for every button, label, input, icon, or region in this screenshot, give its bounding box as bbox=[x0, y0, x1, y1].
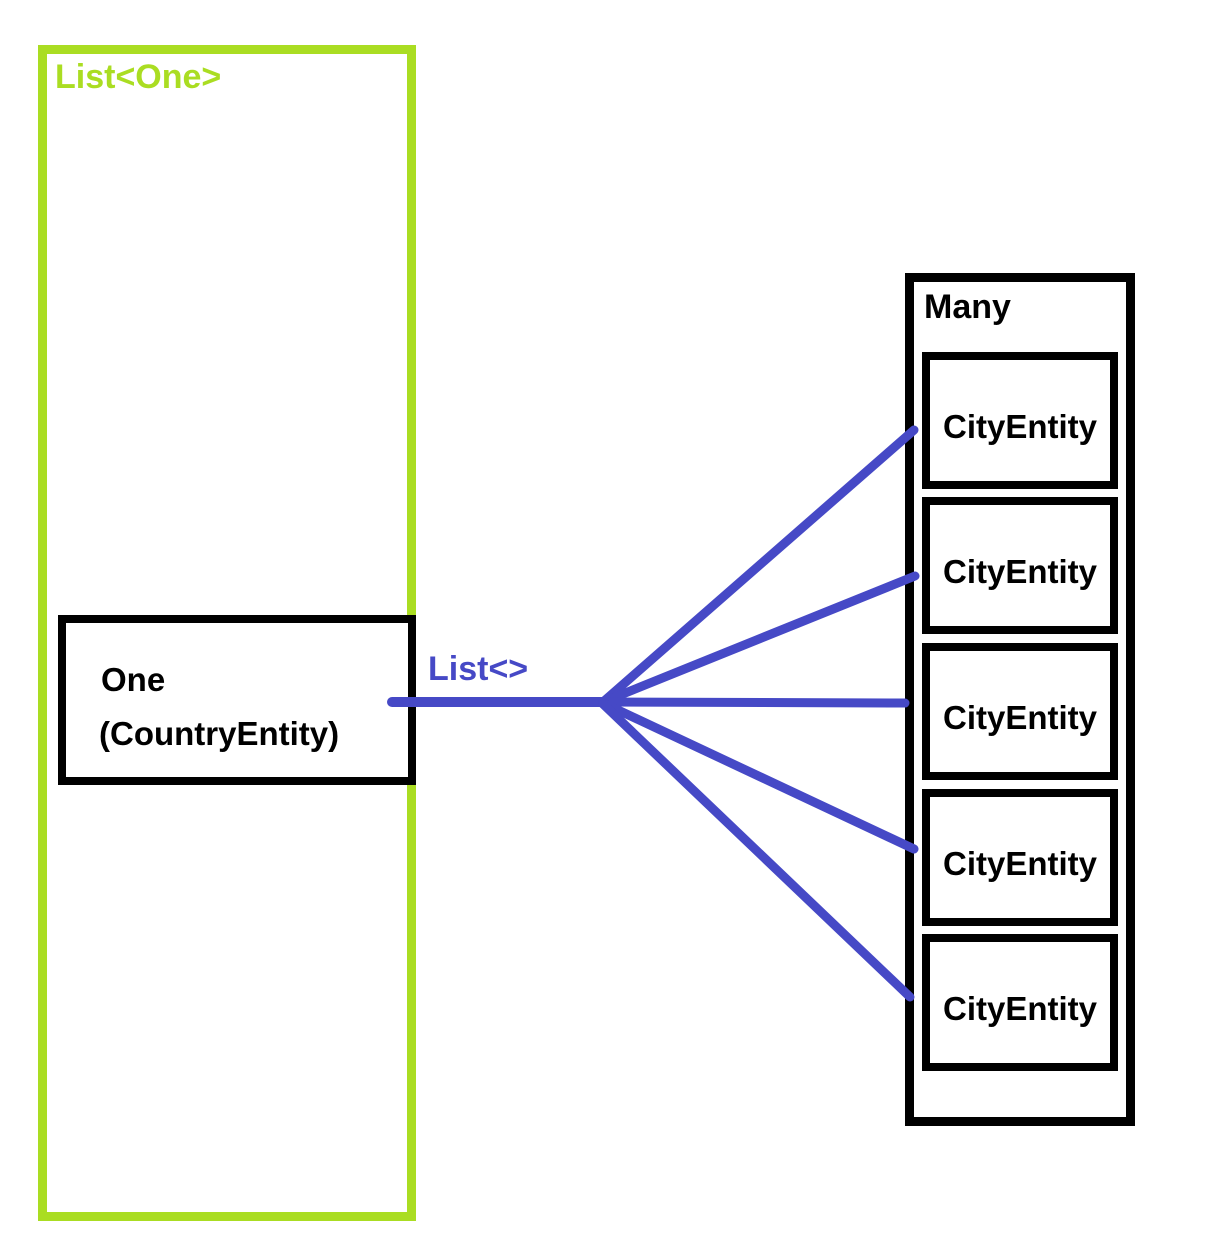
city-entity-label: CityEntity bbox=[942, 989, 1097, 1027]
one-box-title: One bbox=[101, 661, 166, 698]
relation-label: List<> bbox=[428, 650, 529, 688]
city-entity-label: CityEntity bbox=[942, 844, 1097, 882]
city-entity-box: CityEntity bbox=[922, 934, 1118, 1071]
list-one-label: List<One> bbox=[55, 58, 222, 96]
city-entity-box: CityEntity bbox=[922, 643, 1118, 780]
city-entity-box: CityEntity bbox=[922, 789, 1118, 926]
city-entity-box: CityEntity bbox=[922, 497, 1118, 634]
one-box-subtitle: (CountryEntity) bbox=[99, 715, 340, 752]
connector-line bbox=[598, 425, 919, 707]
city-entity-label: CityEntity bbox=[942, 552, 1097, 590]
city-entity-box: CityEntity bbox=[922, 352, 1118, 489]
city-entity-label: CityEntity bbox=[942, 407, 1097, 445]
connector-line bbox=[598, 697, 910, 708]
connector-line bbox=[598, 698, 919, 854]
many-label: Many bbox=[924, 288, 1011, 326]
city-entity-label: CityEntity bbox=[942, 698, 1097, 736]
connector-line bbox=[598, 571, 920, 707]
connector-line bbox=[598, 699, 915, 1002]
one-entity-box: One (CountryEntity) bbox=[58, 615, 416, 785]
